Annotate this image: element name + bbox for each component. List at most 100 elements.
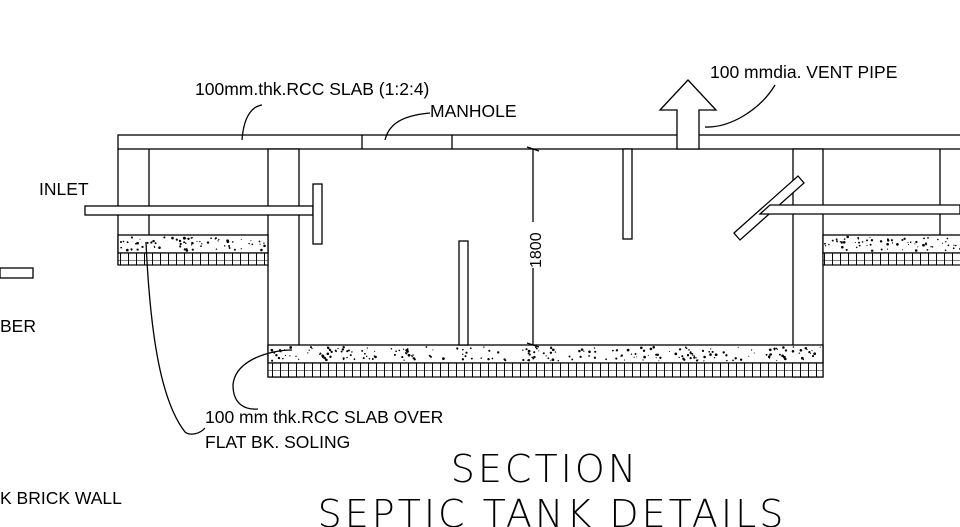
concrete-stipple <box>527 349 531 353</box>
concrete-stipple <box>678 356 680 359</box>
concrete-stipple <box>879 240 883 243</box>
concrete-stipple <box>579 355 582 359</box>
concrete-stipple <box>685 347 688 350</box>
concrete-stipple <box>768 357 770 359</box>
concrete-stipple <box>891 242 894 244</box>
concrete-stipple <box>461 358 465 361</box>
concrete-stipple <box>371 358 374 360</box>
concrete-stipple <box>364 352 366 355</box>
concrete-stipple <box>655 353 658 356</box>
concrete-stipple <box>703 360 705 362</box>
concrete-stipple <box>923 237 925 240</box>
concrete-stipple <box>588 355 590 357</box>
concrete-stipple <box>125 248 129 252</box>
concrete-stipple <box>201 243 203 245</box>
concrete-stipple <box>890 239 893 242</box>
concrete-stipple <box>857 237 860 240</box>
concrete-stipple <box>183 248 186 251</box>
concrete-stipple <box>811 355 815 358</box>
concrete-stipple <box>769 353 772 356</box>
concrete-stipple <box>953 244 955 246</box>
concrete-stipple <box>941 242 944 244</box>
concrete-stipple <box>210 237 212 240</box>
concrete-stipple <box>695 357 697 359</box>
concrete-stipple <box>845 248 848 251</box>
concrete-stipple <box>340 350 343 353</box>
concrete-stipple <box>335 350 337 353</box>
concrete-stipple <box>430 355 432 358</box>
concrete-stipple <box>917 246 919 248</box>
vent-pipe <box>658 79 718 150</box>
manhole-label: MANHOLE <box>430 101 517 121</box>
concrete-stipple <box>623 359 626 361</box>
concrete-stipple <box>693 355 695 357</box>
concrete-stipple <box>217 240 219 242</box>
concrete-stipple <box>329 355 332 359</box>
concrete-stipple <box>191 241 194 245</box>
concrete-stipple <box>725 354 728 357</box>
concrete-stipple <box>337 347 339 350</box>
concrete-stipple <box>469 347 472 350</box>
concrete-stipple <box>178 239 182 243</box>
concrete-stipple <box>551 358 555 362</box>
concrete-stipple <box>683 358 686 361</box>
concrete-stipple <box>483 346 485 348</box>
concrete-stipple <box>946 237 949 240</box>
concrete-stipple <box>349 354 352 357</box>
concrete-stipple <box>690 352 693 355</box>
concrete-stipple <box>328 348 332 352</box>
concrete-stipple <box>218 238 220 241</box>
concrete-stipple <box>464 355 467 358</box>
concrete-stipple <box>346 350 349 353</box>
concrete-stipple <box>263 242 265 244</box>
concrete-stipple <box>640 346 643 350</box>
concrete-stipple <box>714 353 718 357</box>
concrete-stipple <box>858 244 861 247</box>
concrete-stipple <box>130 249 133 251</box>
concrete-stipple <box>799 348 803 352</box>
concrete-stipple <box>280 351 282 353</box>
left-chamber-detail <box>0 267 34 279</box>
concrete-stipple <box>488 349 491 352</box>
concrete-stipple <box>692 354 694 356</box>
concrete-stipple <box>855 246 858 249</box>
concrete-stipple <box>533 355 536 359</box>
concrete-stipple <box>792 346 795 348</box>
concrete-stipple <box>528 353 531 356</box>
right-soling <box>822 234 960 266</box>
concrete-stipple <box>907 241 909 243</box>
concrete-stipple <box>390 347 393 350</box>
concrete-stipple <box>703 355 706 359</box>
rcc-slab-over-label-line1: 100 mm thk.RCC SLAB OVER <box>205 407 443 427</box>
concrete-stipple <box>282 357 284 360</box>
chamber-partial-label: BER <box>0 316 36 336</box>
concrete-stipple <box>542 352 545 355</box>
concrete-stipple <box>605 358 607 361</box>
concrete-stipple <box>215 248 218 250</box>
concrete-stipple <box>907 244 910 246</box>
concrete-stipple <box>674 352 678 356</box>
concrete-stipple <box>146 241 149 244</box>
concrete-stipple <box>122 240 125 243</box>
section-title: SECTION <box>451 447 639 491</box>
leader-lines <box>145 84 776 435</box>
concrete-stipple <box>158 246 161 249</box>
concrete-stipple <box>325 358 328 362</box>
left-soling-dots <box>119 236 266 252</box>
concrete-stipple <box>903 237 906 240</box>
concrete-stipple <box>945 241 947 243</box>
concrete-stipple <box>250 240 252 242</box>
concrete-stipple <box>321 354 325 358</box>
concrete-stipple <box>309 346 313 349</box>
concrete-stipple <box>810 352 812 355</box>
concrete-stipple <box>120 246 123 249</box>
concrete-stipple <box>578 349 581 353</box>
concrete-stipple <box>398 349 401 352</box>
concrete-stipple <box>655 357 657 359</box>
bottom-soling <box>267 344 824 378</box>
concrete-stipple <box>926 249 929 251</box>
concrete-stipple <box>659 356 662 359</box>
concrete-stipple <box>154 242 157 245</box>
concrete-stipple <box>179 245 182 248</box>
concrete-stipple <box>554 351 557 353</box>
